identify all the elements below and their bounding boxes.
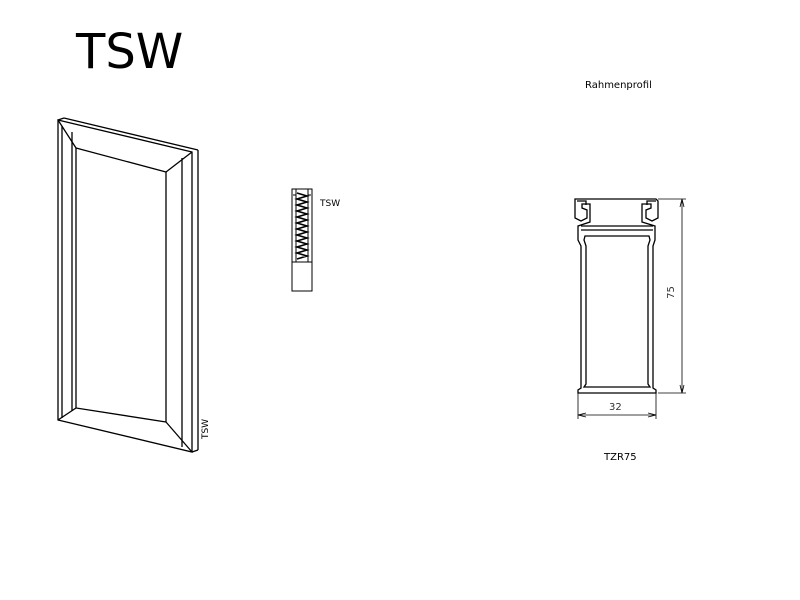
profile-heading: Rahmenprofil (585, 80, 652, 91)
door-frame-drawing (57, 117, 199, 453)
section-drawing (291, 188, 313, 292)
profile-code: TZR75 (604, 452, 637, 463)
section-hatching (294, 192, 310, 260)
dimension-lines (577, 198, 686, 419)
section-label: TSW (320, 199, 341, 209)
width-dimension-label: 32 (609, 402, 622, 413)
drawing-title: TSW (76, 24, 184, 80)
frame-profile-drawing (574, 198, 659, 394)
